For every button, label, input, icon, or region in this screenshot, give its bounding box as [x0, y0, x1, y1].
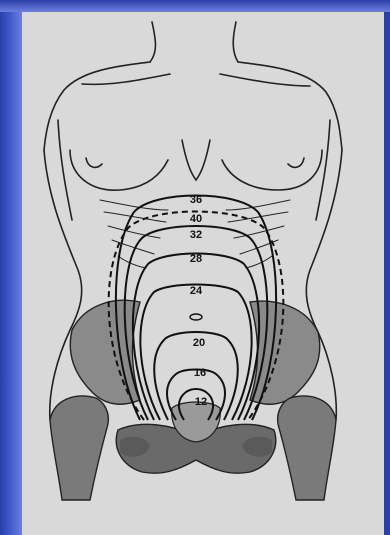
femur-right	[278, 396, 336, 500]
arm-left	[58, 120, 72, 220]
nipple-left	[86, 158, 102, 167]
iliac-crest-left	[70, 300, 140, 404]
iliac-crest-right	[250, 301, 320, 404]
label-week-32: 32	[190, 229, 202, 241]
label-week-28: 28	[190, 253, 202, 265]
shoulder-right	[238, 62, 342, 150]
rib-shading-right	[226, 200, 290, 268]
navel	[190, 314, 202, 320]
label-week-36: 36	[190, 194, 202, 206]
nipple-right	[288, 158, 304, 167]
breast-left	[70, 150, 168, 190]
label-week-40: 40	[190, 213, 202, 225]
clavicle-right	[220, 74, 310, 86]
clavicle-left	[82, 74, 170, 84]
label-week-16: 16	[194, 367, 206, 379]
neck-left	[150, 22, 156, 62]
torso-right	[306, 150, 342, 420]
label-week-20: 20	[193, 337, 205, 349]
label-week-24: 24	[190, 285, 203, 297]
neck-right	[233, 22, 238, 62]
torso-left	[44, 150, 82, 420]
sternum	[182, 140, 210, 180]
pelvis	[50, 300, 336, 500]
breast-right	[222, 150, 322, 190]
label-week-12: 12	[195, 396, 207, 408]
femur-left	[50, 396, 108, 500]
